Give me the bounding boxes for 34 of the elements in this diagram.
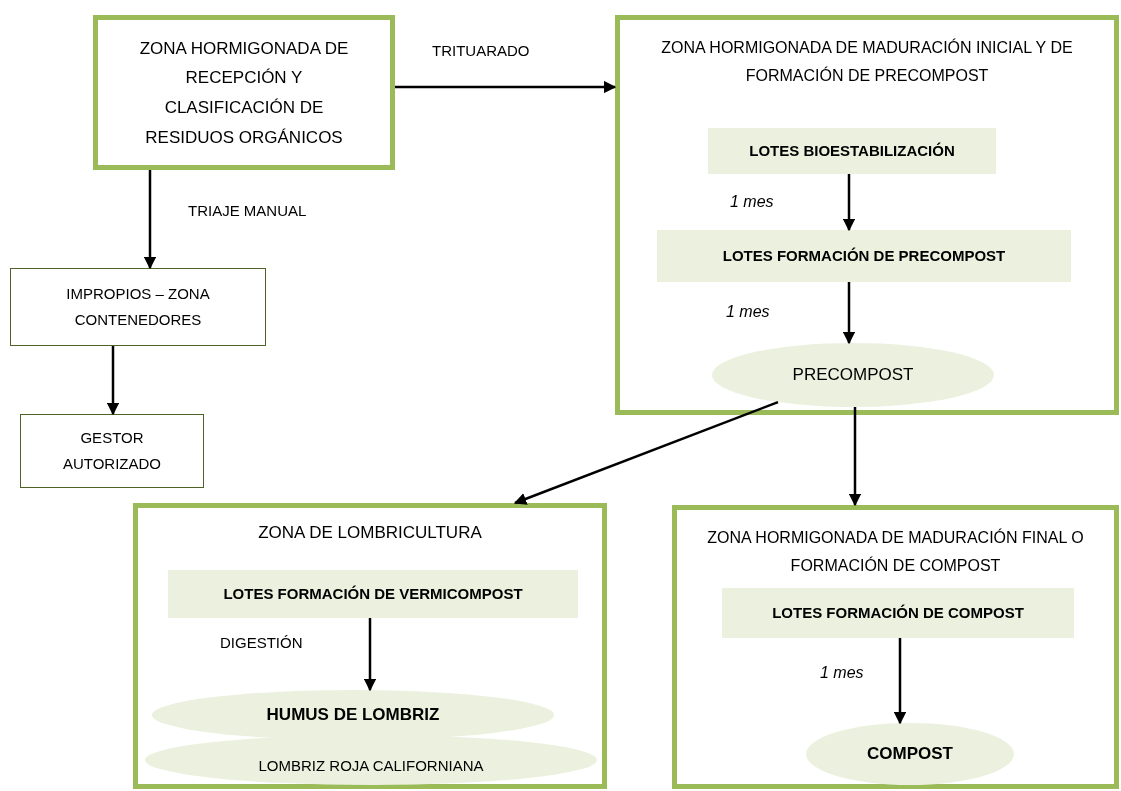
node-label: LOTES BIOESTABILIZACIÓN [748,141,956,161]
zone-box [672,505,1119,789]
arrow [363,618,377,692]
zone-title: ZONA HORMIGONADA DE MADURACIÓN FINAL O FORMACIÓN DE COMPOST [706,527,1085,576]
node-label: LOMBRIZ ROJA CALIFORNIANA [257,756,485,776]
node-label: LOTES FORMACIÓN DE PRECOMPOST [721,246,1007,266]
zone-title: ZONA HORMIGONADA DE RECEPCIÓN Y CLASIFICACIÓN DE RESIDUOS ORGÁNICOS [138,37,350,149]
arrow [842,282,856,345]
node-label: IMPROPIOS – ZONA CONTENEDORES [65,283,211,330]
arrow [106,346,120,416]
arrow [842,174,856,232]
node-label: LOTES FORMACIÓN DE VERMICOMPOST [222,584,524,604]
process-box [20,414,204,488]
zone-box [615,15,1119,415]
batch-box [722,588,1074,638]
node-label: PRECOMPOST [791,363,915,386]
batch-box [168,570,578,618]
edge-label: DIGESTIÓN [220,634,303,651]
zone-box [133,503,607,789]
node-label: HUMUS DE LOMBRIZ [265,703,441,726]
arrow [893,638,907,725]
arrow [395,80,617,94]
arrow [513,400,779,505]
process-box [10,268,266,346]
node-label: GESTOR AUTORIZADO [61,427,163,474]
zone-title: ZONA HORMIGONADA DE MADURACIÓN INICIAL Y DE FORMACIÓN DE PRECOMPOST [660,37,1074,86]
zone-box [93,15,395,170]
zone-title: ZONA DE LOMBRICULTURA [257,522,483,544]
arrow [848,407,862,507]
batch-box [657,230,1071,282]
node-label: COMPOST [866,742,954,765]
batch-box [708,128,996,174]
arrow [143,170,157,270]
node-label: LOTES FORMACIÓN DE COMPOST [771,603,1025,623]
